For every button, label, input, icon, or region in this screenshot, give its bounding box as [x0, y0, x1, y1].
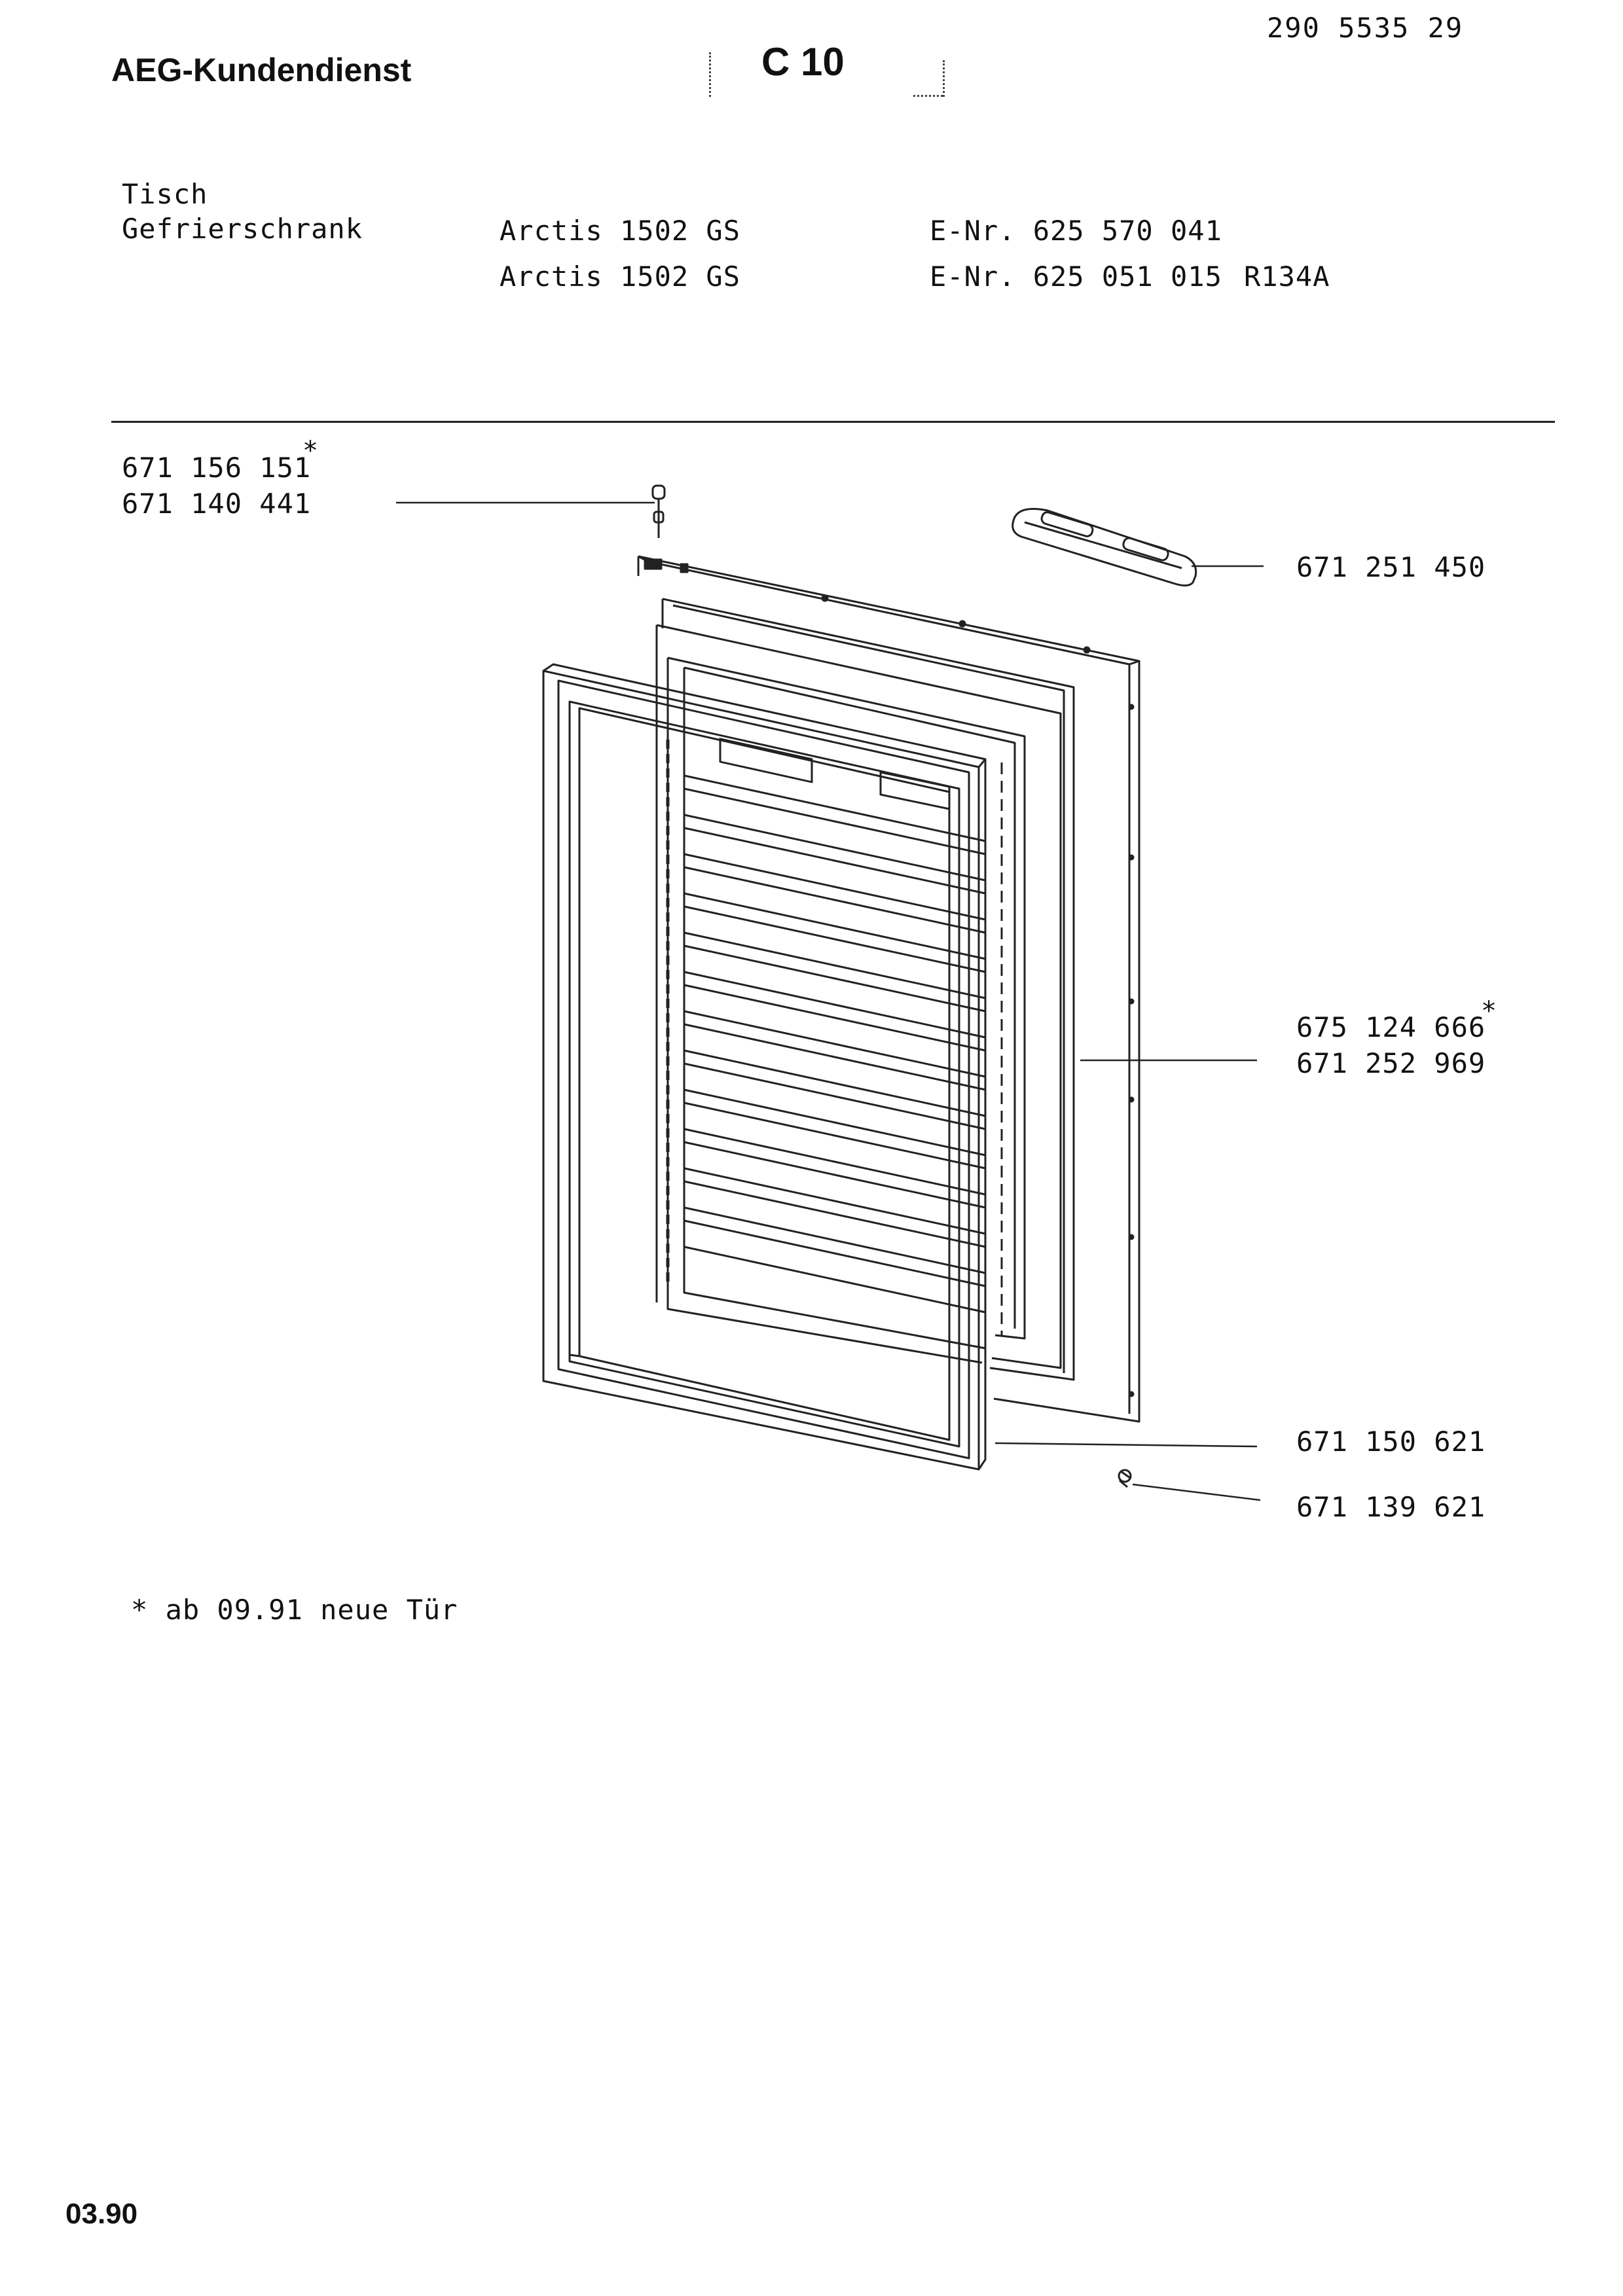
leader-lines: [396, 501, 1264, 1501]
part-number-handle: 671 251 450: [1296, 551, 1486, 583]
outer-door-panel: [637, 555, 1140, 1423]
appliance-type-line1: Tisch: [122, 178, 208, 210]
part-number-screw: 671 139 621: [1296, 1491, 1486, 1523]
part-number-door-b: 671 252 969: [1296, 1047, 1486, 1079]
model-name-2: Arctis 1502 GS: [500, 260, 741, 293]
inner-shelf-panel: [666, 656, 1026, 1364]
handle-part: [1012, 508, 1197, 587]
bracket-right: [943, 60, 945, 97]
bracket-left: [709, 52, 711, 97]
part-number-seal: 671 150 621: [1296, 1426, 1486, 1458]
door-seal-frame: [542, 663, 987, 1471]
horizontal-rule: [111, 421, 1555, 423]
enr-2: E-Nr. 625 051 015: [930, 260, 1222, 293]
model-name-1: Arctis 1502 GS: [500, 215, 741, 247]
part-number-hinge-b: 671 140 441: [122, 488, 312, 520]
footnote-star-1: *: [302, 436, 319, 466]
date-code: 03.90: [65, 2198, 138, 2230]
brand-title: AEG-Kundendienst: [111, 52, 412, 88]
document-number: 290 5535 29: [1267, 12, 1464, 44]
bracket-right-foot: [913, 95, 943, 97]
refrigerant-note: R134A: [1244, 260, 1330, 293]
section-code: C 10: [761, 40, 845, 84]
footnote-text: * ab 09.91 neue Tür: [131, 1594, 458, 1626]
door-liner-panel: [655, 598, 1075, 1381]
part-number-door-a: 675 124 666: [1296, 1011, 1486, 1043]
screw-part: [1118, 1469, 1132, 1488]
hinge-pin-part: [651, 484, 666, 538]
footnote-star-2: *: [1481, 996, 1497, 1026]
part-number-hinge-a: 671 156 151: [122, 452, 312, 484]
enr-1: E-Nr. 625 570 041: [930, 215, 1222, 247]
appliance-type-line2: Gefrierschrank: [122, 213, 363, 245]
